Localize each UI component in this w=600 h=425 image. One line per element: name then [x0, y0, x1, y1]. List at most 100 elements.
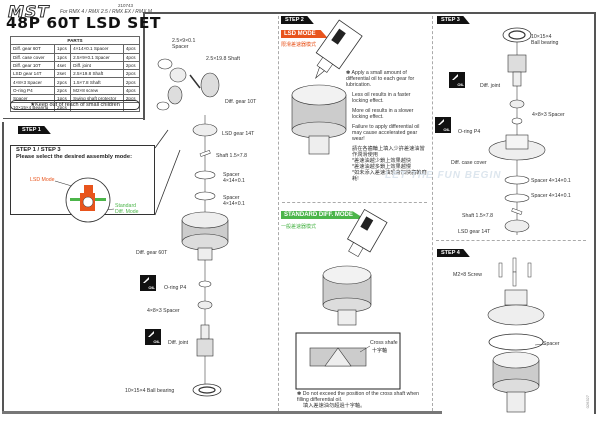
lsd-note: More oil results in a slower locking eff… — [352, 108, 414, 120]
divider-step3-step4 — [436, 240, 586, 241]
shaft-icon — [199, 150, 211, 157]
oil-icon-text: OIL — [148, 285, 155, 290]
label-step3-spacer-a: Spacer 4×14×0.1 — [531, 178, 571, 184]
standard-mode-line2: Diff. Mode — [115, 209, 139, 215]
label-step4-spacer: Spacer — [543, 341, 560, 347]
lsd-note: Failure to apply differential oil may ca… — [352, 124, 420, 142]
label-spacer-a-line1: Spacer — [223, 172, 240, 178]
brand-logo: MST — [7, 2, 50, 22]
label-spacer-b-line2: 4×14×0.1 — [223, 201, 245, 207]
oring-icon — [198, 280, 212, 288]
label-cross-shaft-cn: 十字軸 — [372, 348, 388, 354]
lsd-notes-cn: 請在各齒輪上填入少許差速油當作潤滑使用 *差速油越少鎖上效果越快 *差速油越多鎖… — [346, 146, 428, 182]
mode-select-title-line1: STEP 1 / STEP 3 — [16, 147, 61, 153]
lsd-note: Less oil results in a faster locking eff… — [352, 92, 411, 104]
spacer-icon — [504, 175, 530, 185]
label-diff-gear-60t: Diff. gear 60T — [136, 250, 168, 256]
label-step3-shaft: Shaft 1.5×7.8 — [462, 213, 494, 219]
spacer-icon — [194, 170, 216, 180]
frame-top — [145, 12, 595, 14]
frame-left — [2, 122, 4, 412]
mode-select-title: STEP 1 / STEP 3 Please select the desire… — [16, 147, 132, 161]
oil-icon: OIL — [145, 329, 161, 345]
frame-right — [594, 12, 596, 414]
label-oring: O-ring P4 — [164, 285, 187, 291]
frame-bottom — [2, 411, 442, 414]
header-divider — [3, 118, 145, 119]
bottom-note-cn: 填入差速油勿超過十字軸。 — [303, 403, 366, 409]
document-id: 026327 — [585, 395, 590, 409]
spacer-icon — [157, 58, 173, 70]
standard-mode-label: Standard Diff. Mode — [115, 203, 139, 215]
spacer-icon — [504, 193, 530, 203]
lsd-note: ✽ Apply a small amount of differential o… — [346, 70, 415, 88]
label-diff-joint: Diff. joint — [168, 340, 189, 346]
mode-select-title-line2: Please select the desired assembly mode: — [16, 154, 132, 160]
shaft-icon — [511, 208, 523, 215]
gear-10t-icon — [200, 72, 220, 98]
label-step3-spacer-b: Spacer 4×14×0.1 — [531, 193, 571, 199]
bottom-note: ✽ Do not exceed the position of the cros… — [297, 391, 432, 409]
label-spacer-2-5: 2.5×9×0.1 Spacer — [172, 38, 195, 50]
label-lsd-gear-14t: LSD gear 14T — [222, 131, 255, 137]
oil-icon-text: OIL — [457, 82, 464, 87]
label-bearing: 10×15×4 Ball bearing — [125, 388, 175, 394]
spacer-ring-icon — [488, 333, 544, 351]
parts-cell-qty-a: 2pcs — [54, 102, 72, 112]
step2-tag: STEP 2 — [281, 16, 314, 24]
label-spacer-2-5-line2: Spacer — [172, 44, 189, 50]
label-step3-bearing-line2: Ball bearing — [531, 40, 559, 46]
diff-case-cover-icon — [487, 304, 545, 326]
page-title: 48P 60T LSD SET — [6, 14, 161, 32]
label-step3-lsd-gear: LSD gear 14T — [458, 229, 491, 235]
lsd-note-cn: *差速油越多鎖上效果越慢 — [352, 164, 412, 170]
oring-icon — [511, 117, 523, 125]
gear-10t-icon — [167, 85, 183, 105]
lsd-mode-cn: 限滑差速器模式 — [281, 42, 317, 48]
label-cross-shaft: Cross shafe — [370, 340, 398, 346]
oil-icon-text: OIL — [443, 127, 450, 132]
gear-10t-icon — [169, 67, 187, 83]
divider-step2-step3 — [432, 16, 433, 411]
screw-icon — [512, 271, 517, 287]
standard-mode-line1: Standard — [115, 203, 137, 209]
label-spacer-b-line1: Spacer — [223, 195, 240, 201]
spacer-icon — [194, 191, 216, 201]
label-shaft-2-5: 2.5×19.8 Shaft — [206, 56, 240, 62]
lsd-notes: ✽ Apply a small amount of differential o… — [346, 70, 428, 182]
screw-icon — [498, 262, 503, 278]
spacer-icon — [509, 99, 525, 109]
label-diff-gear-10t: Diff. gear 10T — [225, 99, 257, 105]
oil-icon: OIL — [449, 72, 465, 88]
lsd-mode-label: LSD Mode — [30, 177, 55, 183]
label-step3-diff-joint: Diff. joint — [480, 83, 501, 89]
step1-tag: STEP 1 — [18, 126, 51, 134]
bottom-note-en: ✽ Do not exceed the position of the cros… — [297, 391, 419, 403]
label-step4-screw: M2×8 Screw — [453, 272, 482, 278]
label-spacer-b: Spacer 4×14×0.1 — [223, 195, 245, 207]
lsd-note-cn: 請在各齒輪上填入少許差速油當作潤滑使用 — [352, 146, 425, 158]
lsd-gear-icon — [192, 123, 218, 137]
label-step3-bearing: 10×15×4 Ball bearing — [531, 34, 558, 46]
oil-icon: OIL — [435, 117, 451, 133]
label-spacer-4x8: 4×8×3 Spacer — [147, 308, 180, 314]
label-shaft-1-5: Shaft 1.5×7.8 — [216, 153, 248, 159]
divider-step1-step2 — [278, 16, 279, 411]
header-box-right — [143, 12, 145, 120]
spacer-icon — [156, 101, 170, 111]
lsd-mode-tag: LSD MODE — [281, 30, 328, 38]
lsd-note-cn: *如未添入差速油恐會加快齒輪磨耗! — [352, 170, 427, 182]
spacer-icon — [197, 300, 213, 310]
oil-icon-text: OIL — [153, 339, 160, 344]
standard-mode-cn: 一般差速器模式 — [281, 224, 317, 230]
step3-tag: STEP 3 — [437, 16, 470, 24]
lsd-gear-icon — [504, 219, 530, 233]
label-step3-spacer-4x8: 4×8×3 Spacer — [532, 112, 565, 118]
